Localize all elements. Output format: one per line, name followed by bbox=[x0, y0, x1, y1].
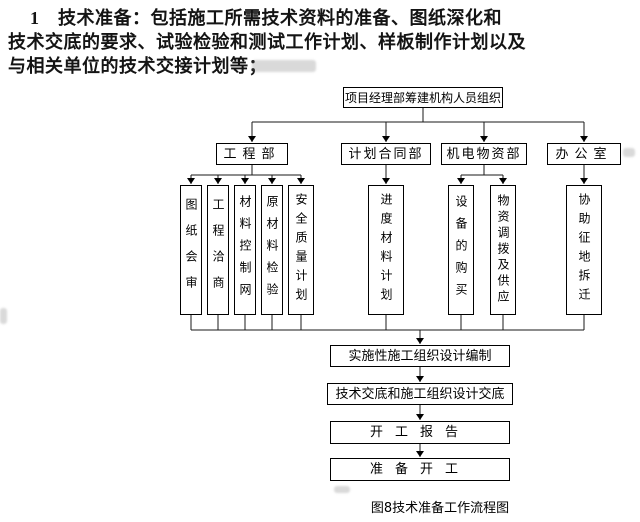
node-construction-org-design: 实施性施工组织设计编制 bbox=[330, 345, 510, 367]
node-label: 进度材料计划 bbox=[379, 193, 393, 307]
node-technical-disclosure: 技术交底和施工组织设计交底 bbox=[327, 383, 513, 405]
paragraph-line-1: 1 技术准备：包括施工所需技术资料的准备、图纸深化和 bbox=[30, 8, 502, 28]
node-material-allocation-supply: 物资调拨及供应 bbox=[490, 185, 516, 315]
paragraph: 1 技术准备：包括施工所需技术资料的准备、图纸深化和 技术交底的要求、试验检验和… bbox=[8, 6, 618, 78]
node-equipment-purchase: 设备的购买 bbox=[448, 185, 474, 315]
node-engineering-dept: 工程部 bbox=[216, 143, 288, 165]
node-label: 物资调拨及供应 bbox=[496, 194, 510, 306]
node-land-acquisition-assist: 协助征地拆迁 bbox=[566, 185, 602, 315]
node-raw-material-inspection: 原材料检验 bbox=[261, 185, 283, 315]
node-me-materials-dept: 机电物资部 bbox=[441, 143, 527, 165]
node-label: 协助征地拆迁 bbox=[577, 193, 591, 307]
node-progress-material-plan: 进度材料计划 bbox=[368, 185, 404, 315]
node-label: 材料控制网 bbox=[238, 195, 252, 305]
node-commencement-report: 开工报告 bbox=[330, 421, 510, 444]
node-label: 原材料检验 bbox=[265, 195, 279, 305]
paragraph-line-3: 与相关单位的技术交接计划等； bbox=[8, 56, 267, 76]
node-material-control: 材料控制网 bbox=[234, 185, 256, 315]
node-project-org-setup: 项目经理部筹建机构人员组织 bbox=[343, 87, 503, 108]
node-label: 设备的购买 bbox=[454, 195, 468, 305]
node-office: 办公室 bbox=[547, 143, 621, 165]
node-project-negotiation: 工程洽商 bbox=[207, 185, 229, 315]
node-prepare-to-start: 准备开工 bbox=[330, 458, 510, 481]
figure-caption: 图8技术准备工作流程图 bbox=[370, 501, 510, 516]
node-label: 工程洽商 bbox=[211, 198, 225, 302]
paragraph-line-2: 技术交底的要求、试验检验和测试工作计划、样板制作计划以及 bbox=[8, 32, 526, 52]
node-safety-quality-plan: 安全质量计划 bbox=[288, 185, 314, 315]
scan-artifact bbox=[623, 148, 635, 157]
node-planning-contract-dept: 计划合同部 bbox=[341, 143, 431, 165]
scan-artifact bbox=[252, 60, 316, 72]
node-label: 安全质量计划 bbox=[294, 193, 308, 307]
node-drawing-review: 图纸会审 bbox=[180, 185, 202, 315]
scan-artifact bbox=[334, 486, 350, 493]
node-label: 图纸会审 bbox=[184, 198, 198, 302]
scan-artifact bbox=[0, 308, 7, 324]
